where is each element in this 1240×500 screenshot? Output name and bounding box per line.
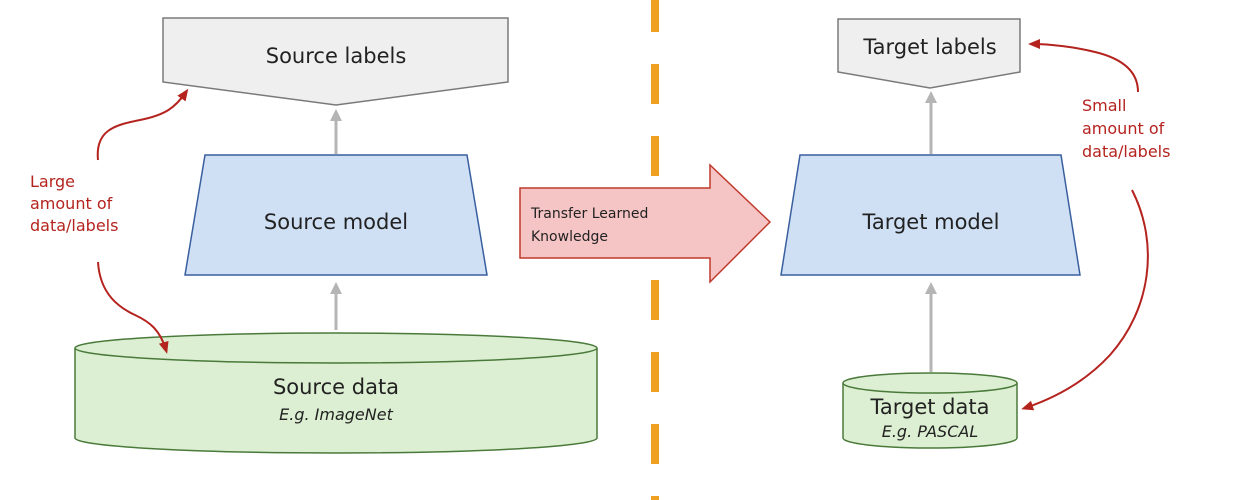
target-note-to-labels-arrow [1028, 39, 1139, 93]
target-note-line-2: amount of [1082, 119, 1165, 138]
target-amount-note: Small amount of data/labels [1082, 96, 1170, 161]
source-note-to-data-arrow [97, 261, 169, 354]
target-data-example: E.g. PASCAL [882, 422, 979, 441]
source-note-line-3: data/labels [30, 216, 118, 235]
target-model-text: Target model [861, 210, 999, 234]
target-labels-node: Target labels [837, 18, 1021, 89]
target-note-line-1: Small [1082, 96, 1126, 115]
target-data-node: Target data E.g. PASCAL [842, 372, 1018, 449]
source-note-line-2: amount of [30, 194, 113, 213]
target-data-title: Target data [870, 395, 990, 419]
target-note-to-data-arrow [1021, 189, 1149, 411]
source-labels-node: Source labels [162, 17, 509, 106]
transfer-arrow: Transfer Learned Knowledge [519, 163, 772, 284]
source-amount-note: Large amount of data/labels [30, 172, 118, 235]
source-model-node: Source model [184, 154, 488, 276]
source-note-to-labels-arrow [96, 88, 189, 161]
source-data-node: Source data E.g. ImageNet [74, 332, 598, 454]
source-data-example: E.g. ImageNet [279, 405, 393, 424]
target-model-node: Target model [780, 154, 1081, 276]
source-model-text: Source model [264, 210, 408, 234]
transfer-label-line-2: Knowledge [531, 229, 608, 245]
transfer-label-line-1: Transfer Learned [530, 206, 648, 222]
source-note-line-1: Large [30, 172, 75, 191]
target-note-line-3: data/labels [1082, 142, 1170, 161]
source-data-title: Source data [273, 375, 399, 399]
source-labels-text: Source labels [266, 44, 407, 68]
target-labels-text: Target labels [862, 35, 996, 59]
